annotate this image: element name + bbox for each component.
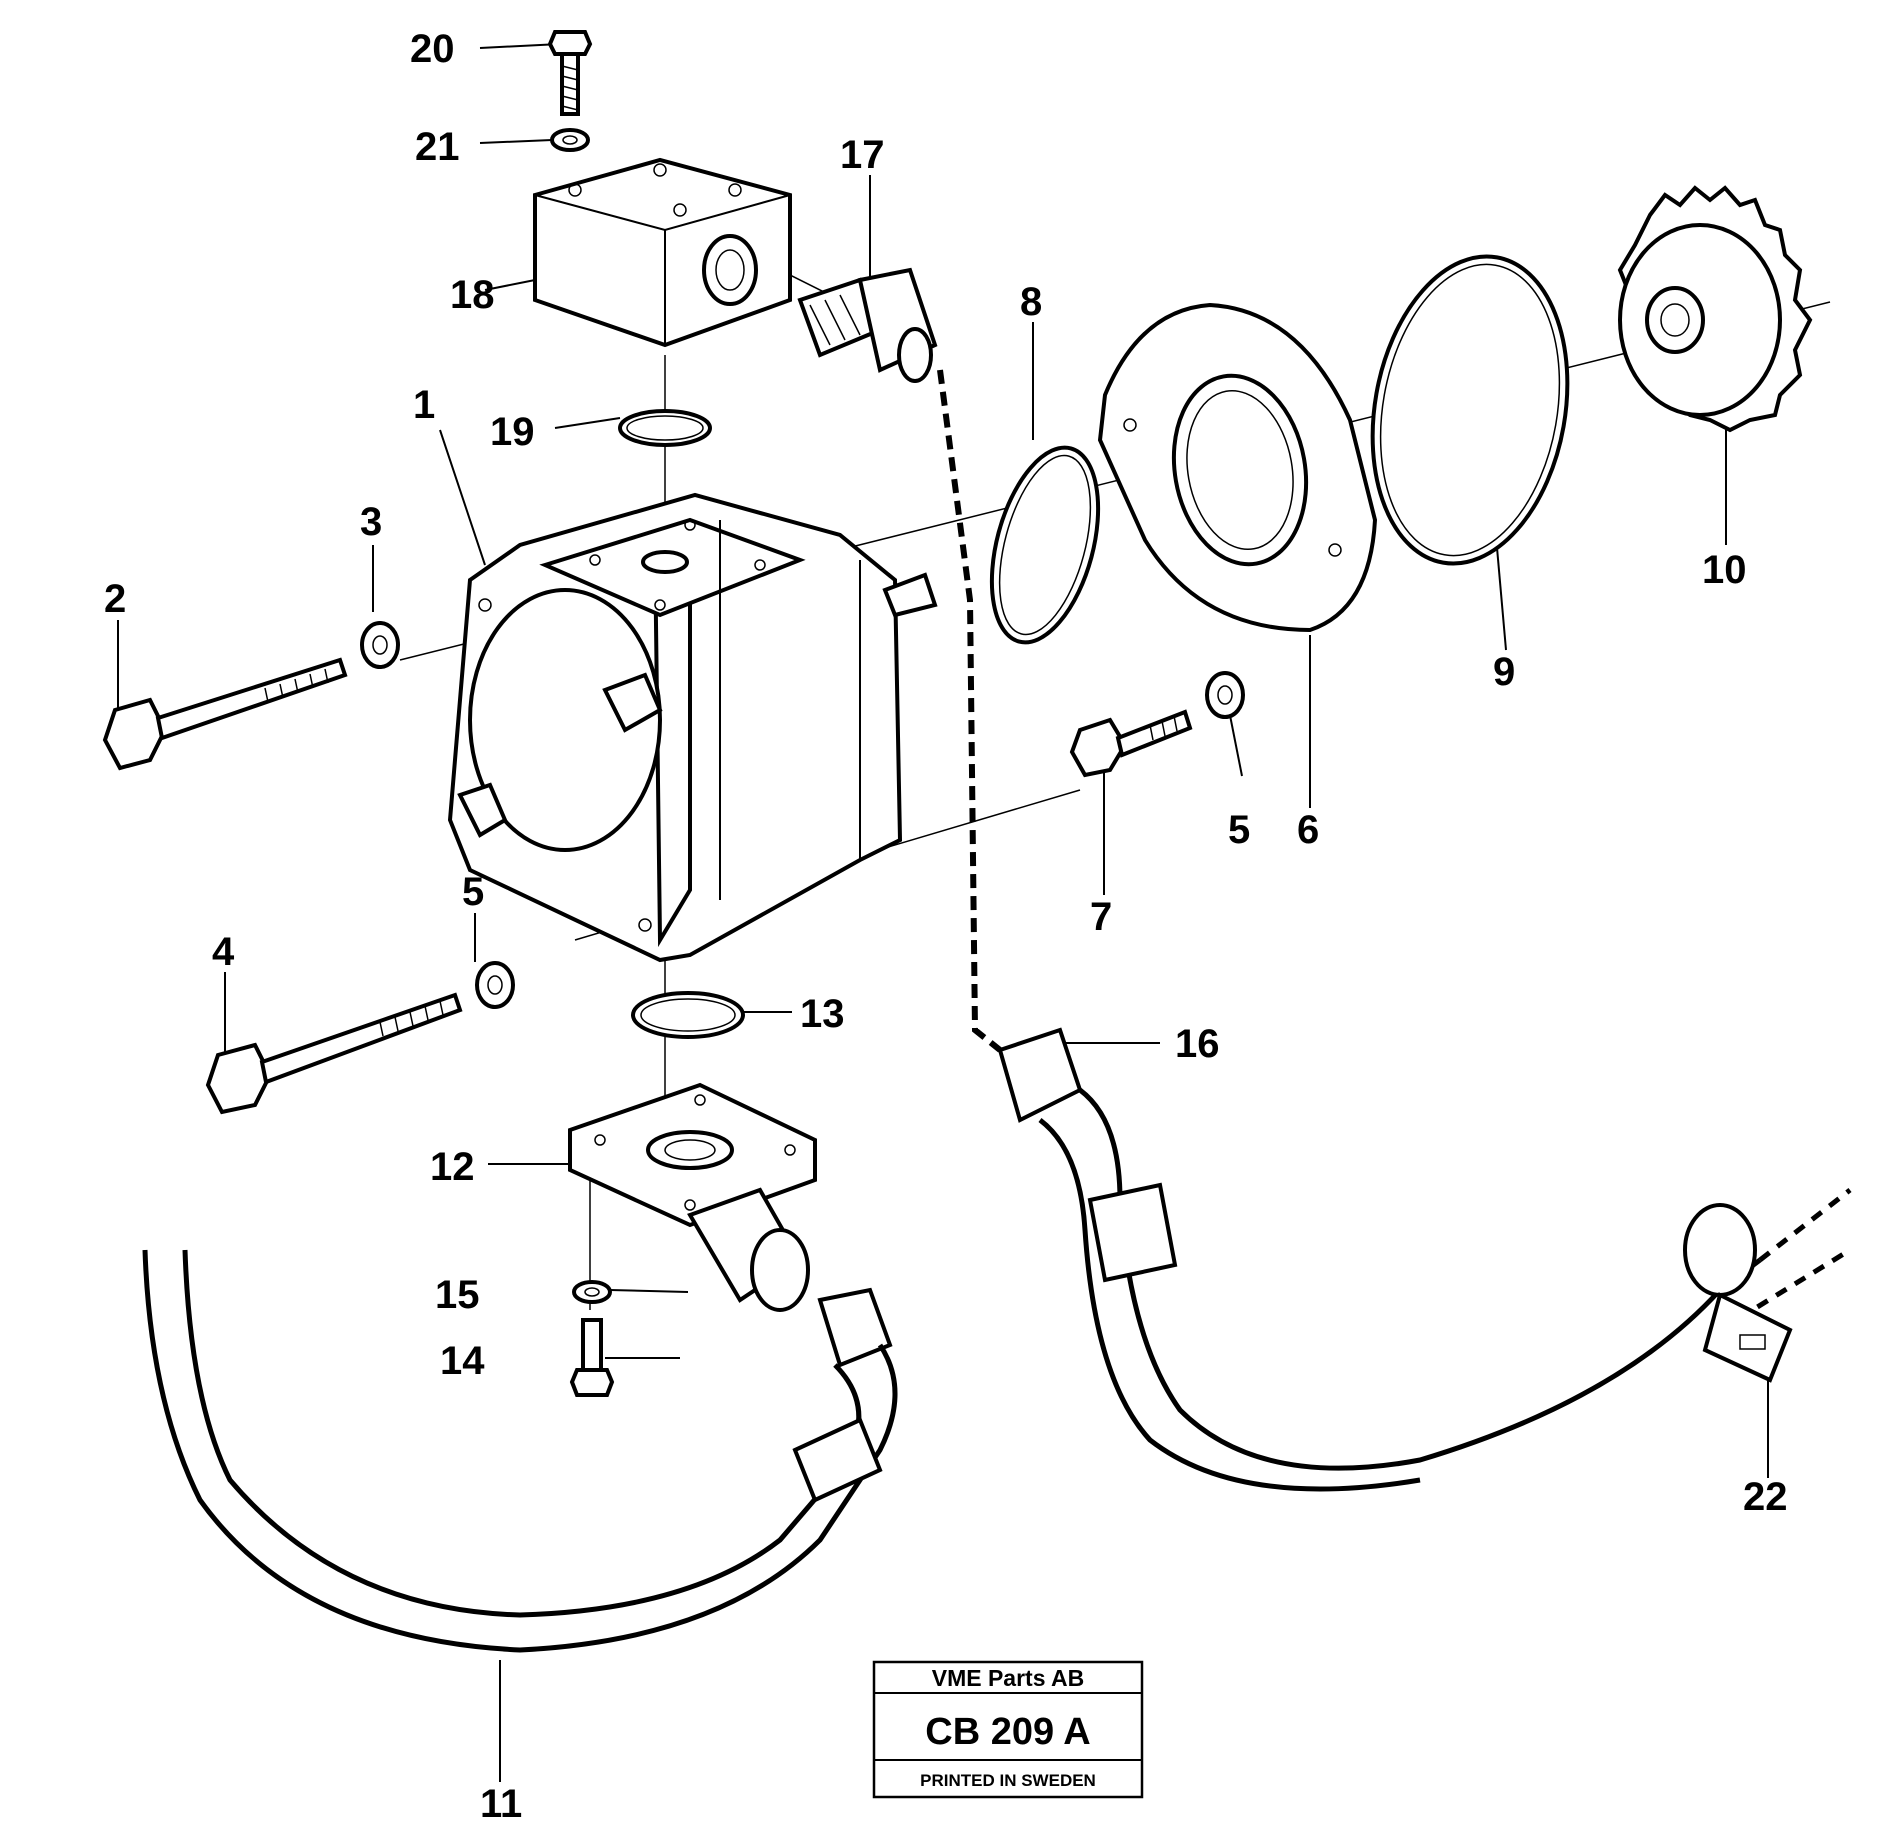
callout-13: 13 [800,992,845,1036]
o-ring-8 [989,445,1101,645]
gear-10 [1617,185,1813,433]
callout-19: 19 [490,410,535,454]
callout-1: 1 [413,383,435,427]
callout-6: 6 [1297,808,1319,852]
callout-20: 20 [410,27,455,71]
block-18 [533,157,792,348]
clamp-22 [1683,1203,1793,1383]
title-block-printed: PRINTED IN SWEDEN [920,1771,1096,1790]
washer-21 [550,128,590,152]
gasket-ring-9 [1370,254,1570,566]
callout-3: 3 [360,500,382,544]
callout-14: 14 [440,1339,485,1383]
callout-labels: 20 21 17 18 19 1 3 2 5 4 13 12 15 14 11 … [104,27,1788,1825]
callout-17: 17 [840,133,885,177]
callout-2: 2 [104,577,126,621]
bolt-7 [1069,709,1193,778]
pipe-16 [997,1027,1852,1492]
pump-body-1 [447,492,938,963]
fitting-17 [797,267,938,383]
bolt-20 [547,30,593,116]
callout-22: 22 [1743,1475,1788,1519]
callout-15: 15 [435,1273,480,1317]
callout-8: 8 [1020,280,1042,324]
callout-11: 11 [480,1782,522,1825]
washer-15 [572,1280,612,1304]
callout-5-right: 5 [1228,808,1250,852]
title-block-company: VME Parts AB [932,1665,1085,1691]
washer-5a [475,961,515,1009]
hose-11 [142,1249,898,1653]
o-ring-13 [631,991,745,1039]
callout-21: 21 [415,125,460,169]
title-block: VME Parts AB CB 209 A PRINTED IN SWEDEN [872,1660,1144,1799]
cover-plate-6 [1097,302,1378,633]
callout-5-left: 5 [462,870,484,914]
bolt-4 [205,992,463,1115]
leader-lines [117,43,1831,1782]
callout-7: 7 [1090,895,1112,939]
callout-12: 12 [430,1145,475,1189]
flange-12 [568,1082,817,1312]
callout-16: 16 [1175,1022,1220,1066]
callout-18: 18 [450,273,495,317]
bolt-2 [102,657,348,771]
callout-9: 9 [1493,650,1515,694]
washer-5b [1205,671,1245,719]
o-ring-19 [618,409,712,447]
title-block-code: CB 209 A [925,1711,1090,1753]
bolt-14 [569,1318,615,1397]
washer-3 [360,621,400,669]
callout-10: 10 [1702,548,1747,592]
dashed-connection [937,369,1002,1053]
callout-4: 4 [212,930,235,974]
